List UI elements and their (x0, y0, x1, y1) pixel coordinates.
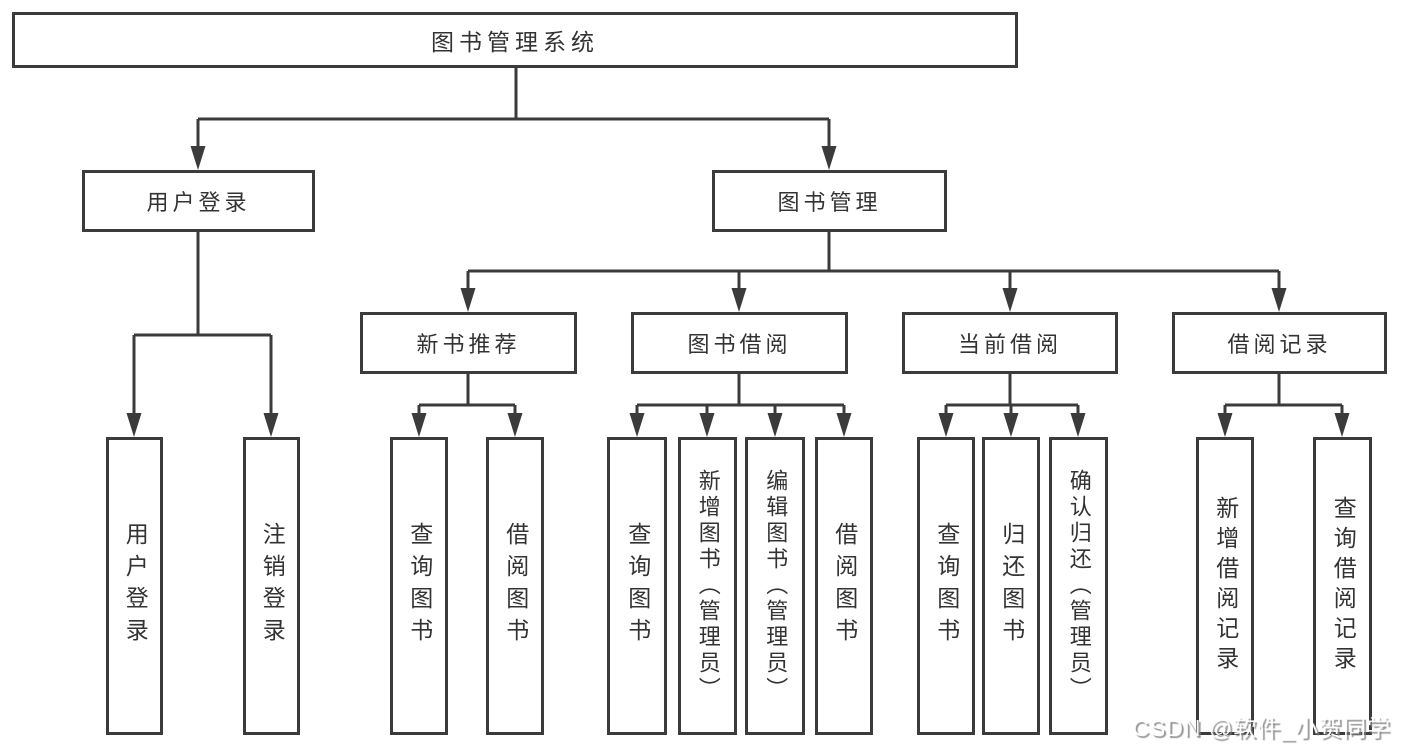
connector-new-book-group (411, 374, 523, 437)
leaf-current-return-books: 归还图书 (982, 437, 1040, 735)
node-new-book-recommendation: 新书推荐 (360, 312, 577, 374)
node-book-management: 图书管理 (712, 170, 947, 232)
leaf-newrec-query-books: 查询图书 (390, 437, 448, 735)
node-label: 新书推荐 (416, 332, 521, 357)
connector-user-login-group (126, 232, 279, 437)
leaf-logout: 注销登录 (243, 437, 300, 735)
csdn-watermark: CSDN @软件_小贺同学 (1132, 715, 1391, 741)
leaf-label: 查询图书 (406, 522, 433, 650)
leaf-borrowing-edit-books-admin: 编辑图书（管理员） (745, 437, 805, 735)
node-label: 图书管理系统 (431, 29, 599, 55)
node-label: 用户登录 (146, 190, 251, 215)
leaf-current-confirm-return-admin: 确认归还（管理员） (1049, 437, 1108, 735)
leaf-label: 新增借阅记录 (1212, 496, 1239, 676)
connector-records-group (1217, 374, 1350, 437)
leaf-borrowing-query-books: 查询图书 (607, 437, 667, 735)
node-label: 图书借阅 (687, 332, 792, 357)
node-user-login-branch: 用户登录 (82, 170, 315, 232)
leaf-label: 新增图书（管理员） (695, 469, 721, 703)
node-label: 当前借阅 (957, 332, 1062, 357)
leaf-label: 查询借阅记录 (1330, 496, 1357, 676)
leaf-label: 用户登录 (122, 522, 149, 650)
leaf-current-query-books: 查询图书 (917, 437, 975, 735)
node-borrowing-records: 借阅记录 (1172, 312, 1387, 374)
node-current-borrowing: 当前借阅 (902, 312, 1118, 374)
node-label: 借阅记录 (1227, 332, 1332, 357)
leaf-records-query-borrow-record: 查询借阅记录 (1313, 437, 1372, 735)
leaf-newrec-borrow-books: 借阅图书 (486, 437, 544, 735)
leaf-borrowing-borrow-books: 借阅图书 (815, 437, 873, 735)
leaf-label: 归还图书 (998, 522, 1025, 650)
leaf-label: 注销登录 (259, 522, 286, 650)
leaf-user-login: 用户登录 (106, 437, 163, 735)
connector-current-group (938, 374, 1086, 437)
connector-borrowing-group (629, 374, 852, 437)
leaf-records-add-borrow-record: 新增借阅记录 (1196, 437, 1254, 735)
leaf-label: 确认归还（管理员） (1066, 469, 1092, 703)
leaf-label: 借阅图书 (502, 522, 529, 650)
leaf-label: 编辑图书（管理员） (763, 469, 789, 703)
node-book-borrowing: 图书借阅 (631, 312, 848, 374)
leaf-label: 借阅图书 (831, 522, 858, 650)
connector-book-management-to-level3 (460, 232, 1287, 312)
node-label: 图书管理 (777, 190, 882, 215)
connector-root-to-level2 (190, 68, 837, 170)
leaf-label: 查询图书 (933, 522, 960, 650)
leaf-label: 查询图书 (624, 522, 651, 650)
leaf-borrowing-add-books-admin: 新增图书（管理员） (678, 437, 737, 735)
node-library-management-system: 图书管理系统 (12, 12, 1018, 68)
